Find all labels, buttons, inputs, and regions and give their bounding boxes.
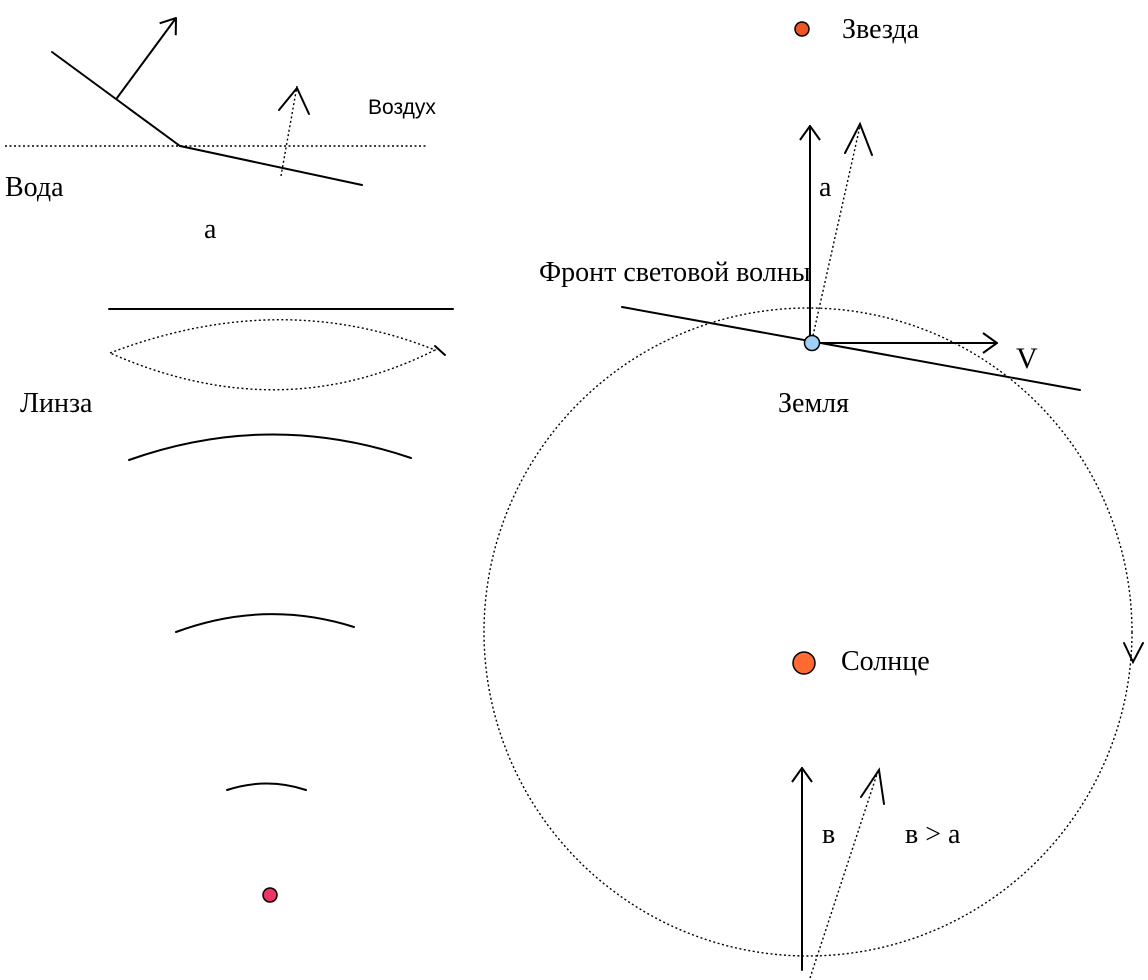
converging-wavefront-1 — [128, 433, 412, 461]
apparent-direction-top-arrowhead — [844, 121, 873, 156]
angle-b-label: в — [822, 819, 835, 850]
apparent-direction-bottom — [809, 770, 879, 979]
earth-marker — [803, 334, 821, 352]
angle-a-label-left: а — [204, 214, 217, 245]
lens-diagram: Линза — [20, 308, 454, 903]
air-label: Воздух — [368, 96, 436, 119]
lens-edge-mark — [434, 345, 446, 356]
refraction-diagram: Воздух Вода а — [5, 18, 436, 245]
refracted-ray — [179, 145, 363, 186]
lens-label: Линза — [20, 388, 93, 419]
aberration-diagram: Звезда а Фронт световой волны V Земля Со… — [483, 14, 1144, 979]
earth-label: Земля — [778, 388, 849, 419]
converging-wavefront-3 — [226, 782, 307, 791]
water-label: Вода — [5, 172, 64, 203]
wavefront-label: Фронт световой волны — [539, 257, 811, 288]
converging-wavefront-2 — [175, 613, 355, 633]
star-label: Звезда — [842, 14, 920, 45]
star-marker — [794, 21, 810, 37]
wave-vector-in-air — [280, 85, 298, 177]
sun-marker — [792, 651, 816, 675]
apparent-direction-top — [811, 125, 861, 341]
light-wavefront-line — [621, 306, 1081, 391]
sun-label: Солнце — [841, 646, 930, 677]
focal-point — [262, 887, 278, 903]
wave-vector-in-water — [116, 18, 176, 99]
angle-comparison-label: в > а — [905, 819, 961, 850]
apparent-direction-bottom-arrowhead — [860, 767, 885, 805]
incident-ray — [51, 51, 181, 147]
orbit-direction-arrowhead — [1123, 642, 1144, 665]
velocity-label: V — [1016, 342, 1038, 375]
wave-vector-in-air-arrowhead — [278, 86, 310, 115]
lens-outline — [108, 319, 437, 391]
earth-orbit — [483, 307, 1133, 957]
angle-a-label-right: а — [819, 172, 832, 203]
